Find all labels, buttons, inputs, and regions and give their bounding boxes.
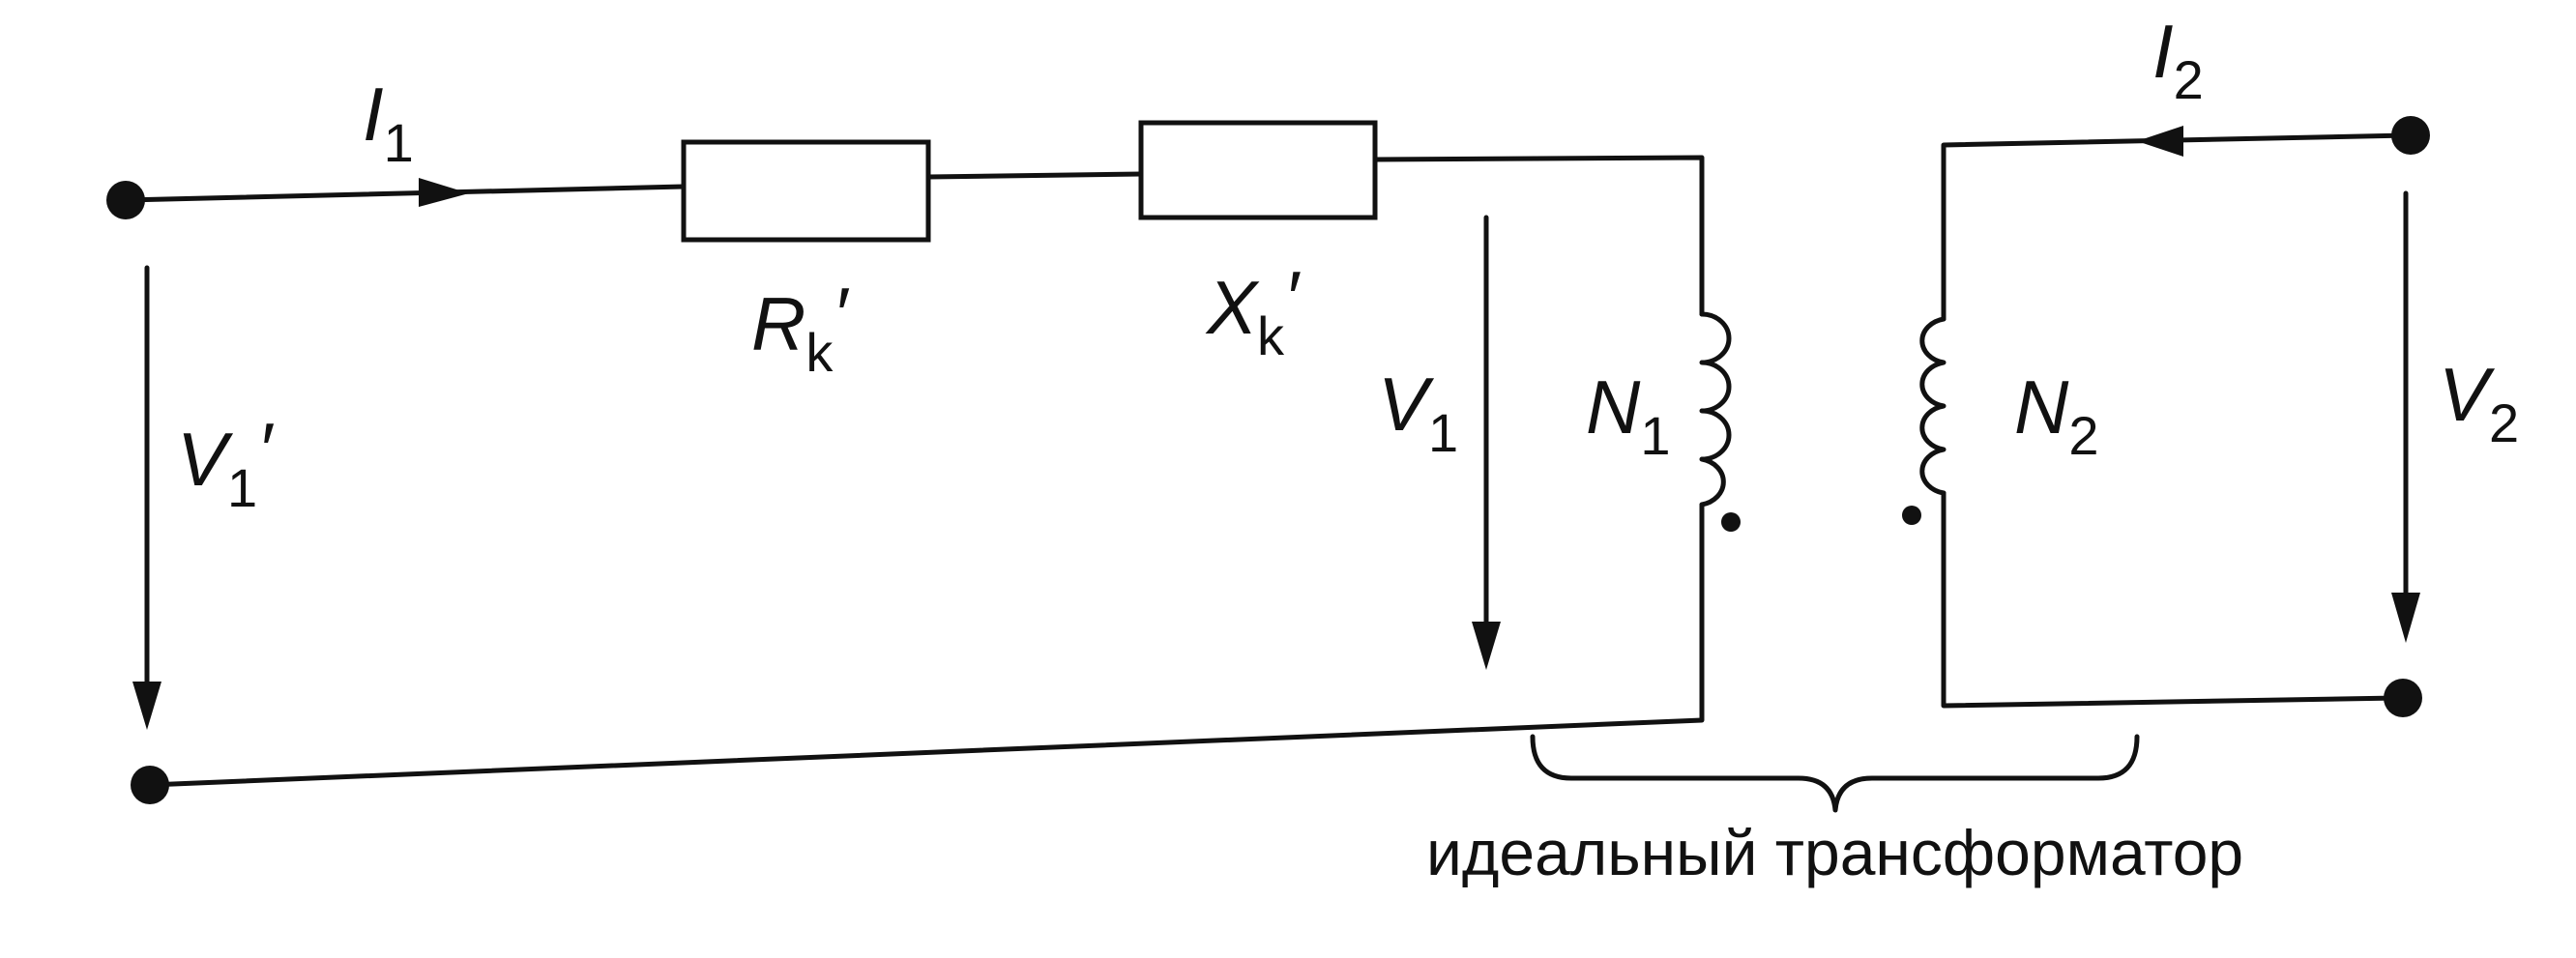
label-i1: I1 bbox=[363, 72, 414, 173]
terminal-top-left bbox=[106, 181, 145, 219]
terminal-bottom-right bbox=[2384, 679, 2422, 717]
terminal-bottom-left bbox=[131, 766, 169, 804]
label-n2: N2 bbox=[2014, 364, 2099, 466]
i2-arrowhead bbox=[2137, 126, 2183, 157]
label-v1prime: V1′ bbox=[177, 407, 274, 518]
top-left-wire bbox=[123, 184, 687, 203]
label-i2: I2 bbox=[2152, 9, 2204, 110]
primary-coil-n1 bbox=[1699, 311, 1732, 508]
label-v1: V1 bbox=[1378, 362, 1458, 463]
primary-polarity-dot bbox=[1721, 512, 1741, 532]
secondary-lower-wire bbox=[1941, 490, 2401, 709]
label-v2: V2 bbox=[2439, 352, 2519, 453]
secondary-polarity-dot bbox=[1902, 506, 1921, 525]
ideal-transformer-brace bbox=[1530, 734, 2140, 813]
v1-arrowhead bbox=[1472, 622, 1501, 670]
label-n1: N1 bbox=[1586, 364, 1671, 466]
primary-right-wire bbox=[1372, 155, 1705, 317]
secondary-upper-wire bbox=[1941, 132, 2411, 322]
terminal-top-right bbox=[2391, 116, 2430, 155]
primary-lower-wire bbox=[147, 502, 1705, 788]
wire-between-impedances bbox=[925, 171, 1144, 180]
label-rk: Rk′ bbox=[751, 272, 849, 383]
label-xk: Xk′ bbox=[1205, 255, 1301, 366]
reactance-xk bbox=[1138, 120, 1378, 220]
secondary-coil-n2 bbox=[1919, 316, 1947, 496]
v1prime-arrowhead bbox=[132, 682, 161, 730]
v2-arrowhead bbox=[2391, 593, 2420, 643]
resistor-rk bbox=[681, 139, 931, 243]
i1-arrowhead bbox=[419, 178, 469, 207]
ideal-transformer-caption: идеальный трансформатор bbox=[1426, 817, 2243, 888]
